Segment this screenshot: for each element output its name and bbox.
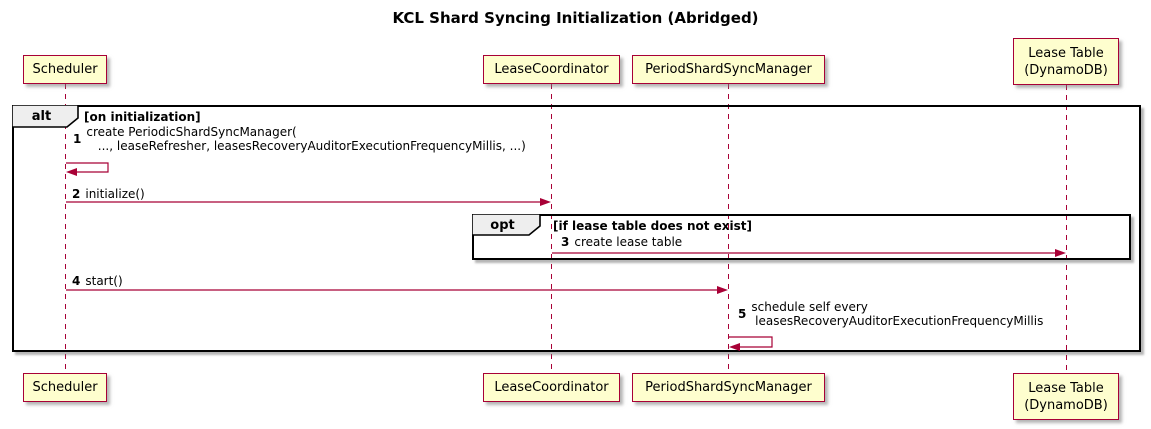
message-5-number: 5	[738, 306, 747, 321]
participant-scheduler-top: Scheduler	[23, 55, 107, 84]
alt-frame-keyword: alt	[31, 109, 52, 124]
message-3-text: create lease table	[574, 235, 683, 249]
opt-frame: opt [if lease table does not exist]	[472, 214, 1131, 260]
participant-scheduler-bottom: Scheduler	[23, 373, 107, 402]
message-3-number: 3	[561, 235, 570, 249]
message-2: 2 initialize()	[72, 187, 145, 202]
message-2-number: 2	[72, 187, 81, 201]
message-5-text: schedule self every leasesRecoveryAudito…	[751, 300, 1044, 328]
diagram-title: KCL Shard Syncing Initialization (Abridg…	[392, 9, 759, 27]
message-3: 3 create lease table	[561, 235, 683, 250]
message-4-text: start()	[85, 274, 123, 288]
alt-frame: alt [on initialization]	[12, 105, 1141, 352]
message-1-number: 1	[73, 131, 82, 146]
participant-lease-table-bottom: Lease Table (DynamoDB)	[1013, 373, 1119, 420]
message-4: 4 start()	[72, 274, 123, 289]
message-5: 5 schedule self every leasesRecoveryAudi…	[738, 300, 1044, 328]
alt-frame-pentagon	[12, 105, 79, 128]
participant-leasecoordinator-bottom: LeaseCoordinator	[483, 373, 620, 402]
participant-periodshardsyncmanager-top: PeriodShardSyncManager	[632, 55, 825, 84]
message-2-text: initialize()	[85, 187, 145, 201]
alt-frame-condition: [on initialization]	[84, 110, 201, 124]
message-1: 1 create PeriodicShardSyncManager( ..., …	[73, 125, 526, 153]
message-4-number: 4	[72, 274, 81, 288]
participant-periodshardsyncmanager-bottom: PeriodShardSyncManager	[632, 373, 825, 402]
participant-leasecoordinator-top: LeaseCoordinator	[483, 55, 620, 84]
participant-lease-table-top: Lease Table (DynamoDB)	[1013, 38, 1119, 85]
opt-frame-condition: [if lease table does not exist]	[553, 219, 753, 233]
message-1-text: create PeriodicShardSyncManager( ..., le…	[86, 125, 526, 153]
opt-frame-keyword: opt	[490, 218, 515, 233]
opt-frame-pentagon	[472, 214, 541, 236]
